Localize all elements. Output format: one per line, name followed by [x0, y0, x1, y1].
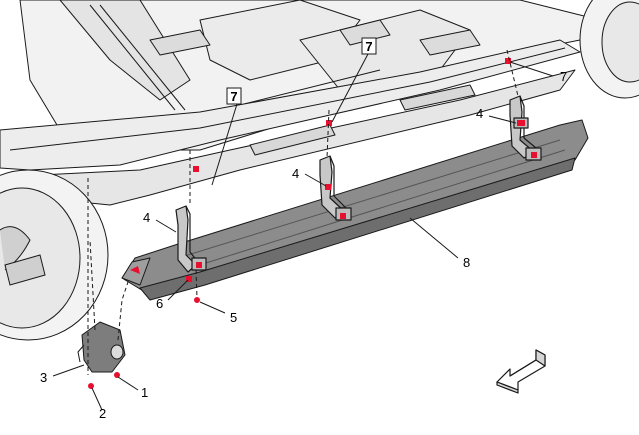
- callout-2: 2: [99, 406, 106, 421]
- front-tire: [0, 169, 109, 341]
- fastener-7-front: [193, 166, 199, 172]
- callout-7-middle: 7: [361, 37, 377, 55]
- bracket-middle: [319, 155, 352, 221]
- fastener-markers: [88, 58, 537, 389]
- callout-4-front: 4: [143, 210, 150, 225]
- fastener-bracket-rear: [531, 152, 537, 158]
- fastener-bracket-front: [196, 262, 202, 268]
- callout-5: 5: [230, 310, 237, 325]
- callout-8: 8: [463, 255, 470, 270]
- callout-4-rear: 4: [476, 106, 483, 121]
- fastener-5: [194, 297, 200, 303]
- callout-label: 7: [365, 39, 372, 54]
- callout-7-front: 7: [226, 87, 242, 105]
- callout-6: 6: [156, 296, 163, 311]
- callout-3: 3: [40, 370, 47, 385]
- fastener-7-middle: [326, 120, 332, 126]
- fastener-6: [186, 276, 192, 282]
- assembly-lines: [87, 49, 519, 375]
- running-board: [121, 119, 589, 301]
- leader-lines: [52, 53, 554, 411]
- splash-shield: [77, 321, 126, 373]
- callout-label: 7: [230, 89, 237, 104]
- fastener-2: [88, 383, 94, 389]
- fastener-7-rear: [505, 58, 511, 64]
- fastener-4-rear: [517, 120, 525, 126]
- fastener-1: [114, 372, 120, 378]
- callout-4-middle: 4: [292, 166, 299, 181]
- front-arrow-icon: [496, 349, 546, 394]
- callout-7-rear: 7: [560, 69, 567, 84]
- fastener-bracket-middle: [340, 213, 346, 219]
- fastener-4-middle: [325, 184, 331, 190]
- rocker-sill-rail: [0, 39, 581, 206]
- rear-tire: [579, 0, 639, 99]
- callout-1: 1: [141, 385, 148, 400]
